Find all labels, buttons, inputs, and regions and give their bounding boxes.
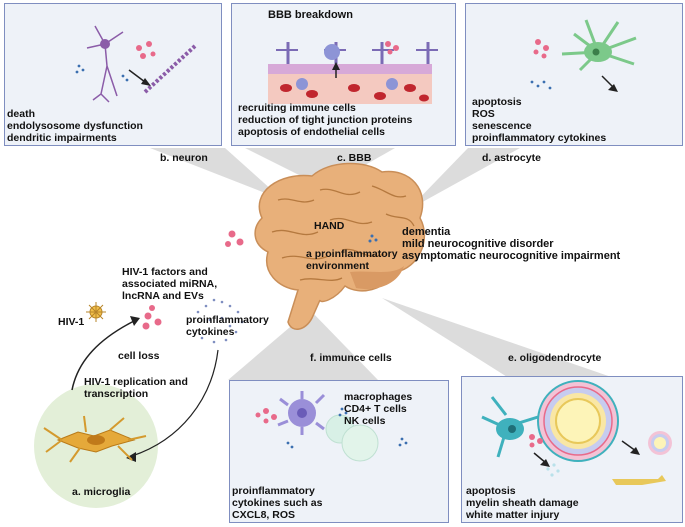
environment-line: a proinflammatory <box>306 248 398 260</box>
astrocyte-illustration <box>530 19 637 92</box>
cytokines-line: cytokines <box>186 326 235 338</box>
oligodendrocyte-effect: apoptosis <box>466 485 516 497</box>
immune-cytokine-line: proinflammatory <box>232 485 315 497</box>
astrocyte-effect: ROS <box>472 108 495 120</box>
bbb-effect: reduction of tight junction proteins <box>238 114 413 126</box>
oligodendrocyte-panel: apoptosis myelin sheath damage white mat… <box>461 376 683 523</box>
immune-cytokine-line: CXCL8, ROS <box>232 509 296 521</box>
neuron-effect: dendritic impairments <box>7 132 117 144</box>
connector-bbb <box>245 148 395 188</box>
immune-cell-type: NK cells <box>344 415 386 427</box>
replication-line: HIV-1 replication and <box>84 376 188 388</box>
immune-cells-illustration <box>255 391 408 462</box>
cytokine-cloud <box>196 298 244 344</box>
replication-label: HIV-1 replication and transcription <box>84 376 188 400</box>
hiv-label: HIV-1 <box>58 316 85 328</box>
oligodendrocyte-caption: e. oligodendrocyte <box>508 352 602 364</box>
bbb-illustration <box>268 41 438 104</box>
immune-cytokines: proinflammatory cytokines such as CXCL8,… <box>232 485 322 521</box>
astrocyte-effect: proinflammatory cytokines <box>472 132 607 144</box>
neuron-caption: b. neuron <box>160 152 208 164</box>
connector-oligodendrocyte <box>382 298 620 380</box>
oligodendrocyte-effects: apoptosis myelin sheath damage white mat… <box>466 485 579 521</box>
immune-cell-type: macrophages <box>344 391 413 403</box>
hiv-virus-icon <box>86 302 106 322</box>
neuron-effect: endolysosome dysfunction <box>7 120 143 132</box>
environment-line: environment <box>306 260 370 272</box>
connector-neuron <box>150 148 283 200</box>
replication-line: transcription <box>84 388 149 400</box>
microglia-caption: a. microglia <box>72 486 131 498</box>
immune-caption: f. immunce cells <box>310 352 392 364</box>
bbb-effect: recruiting immune cells <box>238 102 356 114</box>
hand-label: HAND <box>314 220 345 232</box>
disorder-item: asymptomatic neurocognitive impairment <box>402 250 621 262</box>
neuron-effect: death <box>7 108 36 120</box>
disorder-item: dementia <box>402 226 451 238</box>
neuron-panel: death endolysosome dysfunction dendritic… <box>4 3 222 146</box>
hiv-factors-line: lncRNA and EVs <box>122 290 204 302</box>
neuron-effects: death endolysosome dysfunction dendritic… <box>7 108 143 144</box>
oligodendrocyte-effect: myelin sheath damage <box>466 497 579 509</box>
neuron-illustration <box>75 25 197 103</box>
astrocyte-effects: apoptosis ROS senescence proinflammatory… <box>472 96 606 144</box>
immune-cytokine-line: cytokines such as <box>232 497 323 509</box>
disorder-item: mild neurocognitive disorder <box>402 238 554 250</box>
proinflammatory-environment: a proinflammatory environment <box>306 248 398 272</box>
bbb-effect: apoptosis of endothelial cells <box>238 126 386 138</box>
immune-cell-type: CD4+ T cells <box>344 403 407 415</box>
astrocyte-effect: apoptosis <box>472 96 522 108</box>
hiv-factors-line: associated miRNA, <box>122 278 218 290</box>
immune-cell-types: macrophages CD4+ T cells NK cells <box>344 391 412 427</box>
brain-illustration <box>254 162 426 330</box>
astrocyte-effect: senescence <box>472 120 532 132</box>
cell-loss-label: cell loss <box>118 350 160 362</box>
connector-astrocyte <box>408 148 520 210</box>
oligodendrocyte-effect: white matter injury <box>466 509 560 521</box>
pink-dots-microglia <box>142 305 162 330</box>
pink-dots-brain <box>225 230 244 247</box>
cytokines-line: proinflammatory <box>186 314 269 326</box>
microglia-cell <box>43 415 147 463</box>
astrocyte-panel: apoptosis ROS senescence proinflammatory… <box>465 3 683 146</box>
hiv-factors-label: HIV-1 factors and associated miRNA, lncR… <box>122 266 217 302</box>
disorders-list: dementia mild neurocognitive disorder as… <box>402 226 620 262</box>
bbb-effects: recruiting immune cells reduction of tig… <box>238 102 412 138</box>
connector-immune <box>228 310 378 380</box>
bbb-caption: c. BBB <box>337 152 372 164</box>
bbb-title: BBB breakdown <box>268 9 353 21</box>
astrocyte-caption: d. astrocyte <box>482 152 541 164</box>
blue-dots-brain <box>368 234 378 243</box>
cytokines-label: proinflammatory cytokines <box>186 314 269 338</box>
bbb-panel: BBB breakdown recruiting immune cells re… <box>231 3 456 146</box>
hiv-factors-line: HIV-1 factors and <box>122 266 208 278</box>
immune-panel: macrophages CD4+ T cells NK cells proinf… <box>229 380 449 523</box>
oligodendrocyte-illustration <box>481 380 672 485</box>
